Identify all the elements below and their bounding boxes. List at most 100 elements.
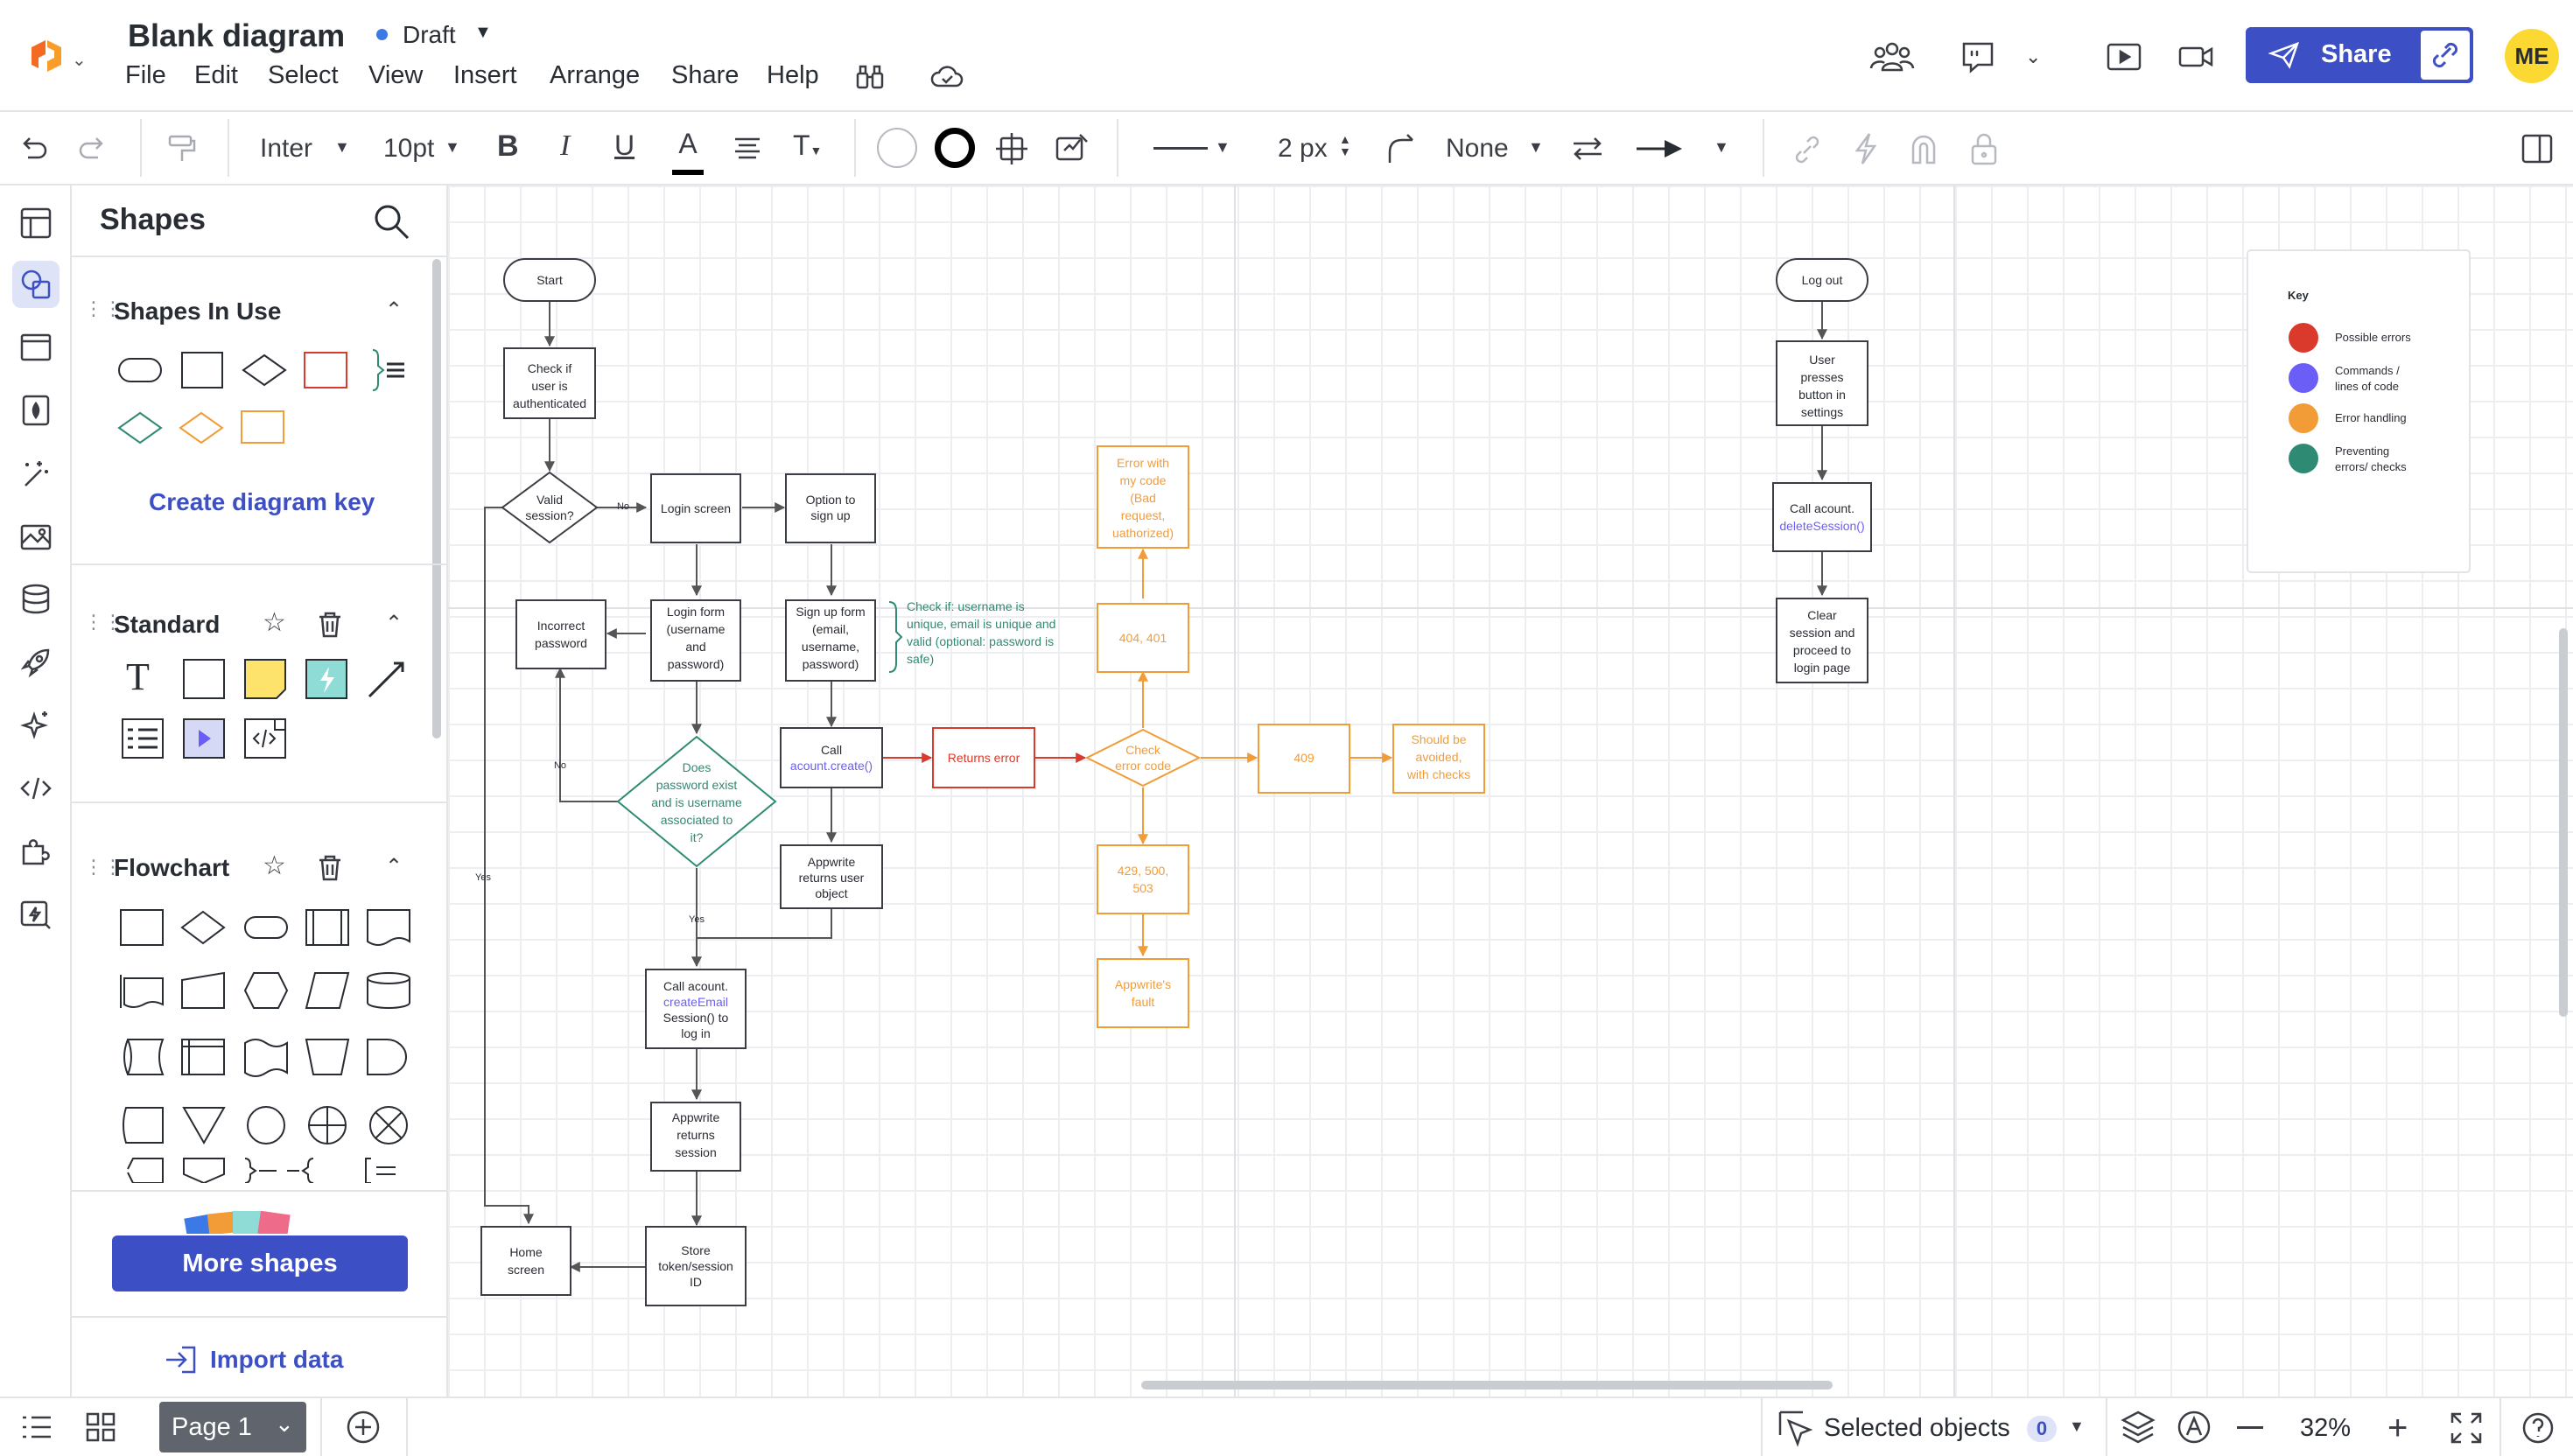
redo-icon[interactable]	[75, 131, 110, 166]
canvas-vertical-scrollbar[interactable]	[2559, 628, 2568, 1017]
layers-icon[interactable]	[2120, 1409, 2156, 1446]
line-end-chevron-icon[interactable]: ▼	[1714, 138, 1729, 156]
document-title[interactable]: Blank diagram	[128, 18, 346, 53]
comments-chevron-icon[interactable]: ⌄	[2025, 46, 2042, 67]
collapse-chevron-icon[interactable]: ⌃	[385, 855, 403, 878]
status-chevron-icon[interactable]: ▼	[474, 23, 492, 42]
shapes-in-use-grid[interactable]	[114, 341, 411, 446]
containers-icon[interactable]	[12, 324, 60, 371]
undo-icon[interactable]	[16, 131, 51, 166]
import-data-link[interactable]: Import data	[210, 1346, 344, 1373]
list-view-icon[interactable]	[19, 1410, 54, 1444]
canvas-horizontal-scrollbar[interactable]	[1141, 1381, 1833, 1390]
cloud-saved-icon[interactable]	[929, 63, 964, 91]
text-color-icon[interactable]: A	[672, 128, 704, 178]
comments-icon[interactable]	[1960, 40, 1995, 74]
create-diagram-key-link[interactable]: Create diagram key	[149, 488, 375, 515]
help-icon[interactable]	[2520, 1410, 2555, 1446]
pages-panel-icon[interactable]	[12, 200, 60, 247]
text-align-icon[interactable]	[732, 135, 763, 163]
code-icon[interactable]	[12, 765, 60, 812]
delete-icon[interactable]	[317, 854, 343, 882]
fit-to-screen-icon[interactable]	[2449, 1410, 2484, 1446]
section-flowchart[interactable]: Flowchart	[114, 854, 230, 881]
present-icon[interactable]	[2106, 42, 2142, 72]
integrations-icon[interactable]	[12, 828, 60, 875]
collapse-chevron-icon[interactable]: ⌃	[385, 612, 403, 635]
ai-sparkle-icon[interactable]	[12, 702, 60, 749]
magic-wand-icon[interactable]	[12, 450, 60, 497]
link-disabled-icon[interactable]	[1791, 133, 1824, 166]
data-icon[interactable]	[12, 576, 60, 623]
fill-color-swatch[interactable]	[877, 128, 917, 168]
line-start-select[interactable]: None	[1446, 134, 1509, 163]
favorite-star-icon[interactable]: ☆	[263, 608, 286, 637]
selected-objects-chevron-icon[interactable]: ▼	[2069, 1418, 2085, 1435]
drag-handle-icon[interactable]: ⋮⋮	[84, 611, 123, 633]
line-shape-icon[interactable]	[1383, 131, 1418, 166]
swap-arrows-icon[interactable]	[1570, 133, 1605, 164]
page-tab[interactable]: Page 1 ⌄	[159, 1402, 306, 1452]
menu-share[interactable]: Share	[671, 61, 740, 89]
font-size-chevron-icon[interactable]: ▼	[445, 138, 460, 156]
line-style-icon[interactable]	[1153, 147, 1208, 150]
menu-file[interactable]: File	[125, 61, 166, 89]
line-width-stepper-icon[interactable]: ▲▼	[1339, 132, 1351, 158]
collaborators-icon[interactable]	[1869, 38, 1915, 74]
selected-objects-icon[interactable]	[1777, 1409, 1813, 1447]
grid-view-icon[interactable]	[84, 1410, 117, 1444]
favorite-star-icon[interactable]: ☆	[263, 851, 286, 880]
menu-help[interactable]: Help	[767, 61, 819, 89]
font-family-select[interactable]: Inter	[260, 134, 313, 163]
text-options-icon[interactable]: T▼	[793, 130, 823, 161]
menu-view[interactable]: View	[368, 61, 424, 89]
image-icon[interactable]	[12, 513, 60, 560]
format-painter-icon[interactable]	[165, 131, 200, 166]
menu-arrange[interactable]: Arrange	[550, 61, 641, 89]
line-color-swatch[interactable]	[935, 128, 975, 168]
avatar[interactable]: ME	[2505, 29, 2559, 83]
menu-edit[interactable]: Edit	[194, 61, 238, 89]
drag-handle-icon[interactable]: ⋮⋮	[84, 856, 123, 878]
zoom-in-icon[interactable]: +	[2387, 1409, 2408, 1447]
font-family-chevron-icon[interactable]: ▼	[334, 138, 350, 156]
bold-icon[interactable]: B	[497, 130, 519, 163]
share-button[interactable]: Share	[2246, 27, 2473, 83]
shape-options-icon[interactable]	[994, 131, 1029, 166]
flowchart-shapes-grid[interactable]	[114, 894, 429, 1183]
share-link-button[interactable]	[2421, 31, 2470, 80]
add-page-icon[interactable]	[345, 1409, 382, 1446]
import-data-icon[interactable]	[163, 1344, 198, 1376]
magnet-disabled-icon[interactable]	[1908, 133, 1939, 166]
collapse-chevron-icon[interactable]: ⌃	[385, 298, 403, 322]
standard-shapes-grid[interactable]: T	[114, 649, 411, 763]
action-disabled-icon[interactable]	[1850, 131, 1882, 166]
line-end-arrow-icon[interactable]	[1635, 136, 1684, 161]
menu-insert[interactable]: Insert	[453, 61, 517, 89]
zoom-out-icon[interactable]	[2237, 1426, 2263, 1429]
style-options-icon[interactable]	[1054, 130, 1090, 164]
app-logo-icon[interactable]	[26, 37, 67, 77]
rocket-icon[interactable]	[12, 639, 60, 686]
line-style-chevron-icon[interactable]: ▼	[1215, 138, 1230, 156]
italic-icon[interactable]: I	[560, 130, 571, 162]
panel-scrollbar[interactable]	[432, 259, 441, 738]
zoom-level[interactable]: 32%	[2300, 1414, 2352, 1442]
section-shapes-in-use[interactable]: Shapes In Use	[114, 298, 282, 325]
selected-objects-label[interactable]: Selected objects	[1824, 1414, 2010, 1442]
section-standard[interactable]: Standard	[114, 611, 221, 638]
diagram-canvas[interactable]: Start Check if user is authenticated Val…	[448, 186, 2573, 1396]
line-start-chevron-icon[interactable]: ▼	[1528, 138, 1544, 156]
accessibility-icon[interactable]	[2176, 1409, 2212, 1446]
lock-disabled-icon[interactable]	[1969, 131, 1999, 166]
delete-icon[interactable]	[317, 611, 343, 639]
font-size-select[interactable]: 10pt	[383, 134, 435, 163]
menu-select[interactable]: Select	[268, 61, 339, 89]
line-width-input[interactable]: 2 px	[1278, 134, 1328, 163]
shapes-panel-icon[interactable]	[12, 261, 60, 308]
right-panel-toggle-icon[interactable]	[2520, 133, 2554, 164]
theme-icon[interactable]	[12, 387, 60, 434]
video-call-icon[interactable]	[2177, 44, 2214, 70]
more-shapes-button[interactable]: More shapes	[112, 1236, 408, 1292]
drag-handle-icon[interactable]: ⋮⋮	[84, 298, 123, 319]
